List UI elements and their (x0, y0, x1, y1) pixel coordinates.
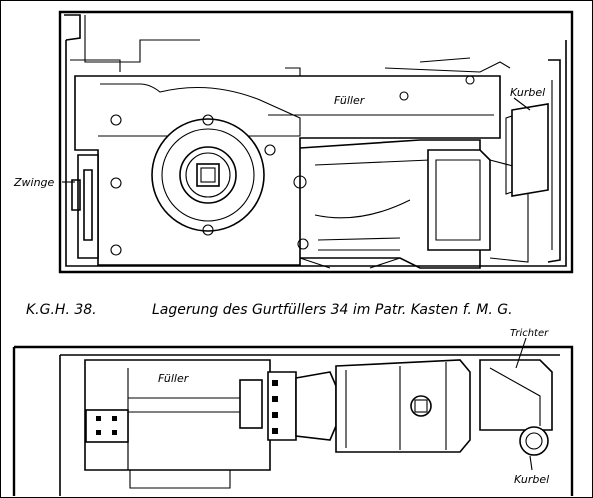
top-view: Füller Kurbel Zwinge (13, 10, 574, 274)
drive-square (414, 399, 428, 413)
trichter-leader (515, 337, 527, 369)
caption-text: Lagerung des Gurtfüllers 34 im Patr. Kas… (152, 302, 513, 318)
gear-case (295, 371, 337, 441)
kurbel-leader (513, 97, 531, 111)
kurbel-handle-top (511, 103, 549, 197)
label-kurbel-bottom: Kurbel (514, 473, 549, 486)
top-rail (84, 15, 200, 63)
zwinge-jaw (83, 169, 93, 241)
gear-housing-mid (161, 128, 255, 222)
box-corner-left (64, 14, 81, 41)
box-right-wall (547, 59, 561, 263)
mechanism-curve (314, 199, 411, 219)
top-rail-step (70, 59, 121, 72)
housing-screw-top (202, 114, 214, 126)
label-fueller-bottom: Füller (158, 372, 190, 385)
drive-square-hub (410, 395, 432, 417)
kurbel-knob-inner (525, 432, 543, 450)
plate-screws (110, 75, 475, 256)
zwinge-screw (71, 179, 81, 211)
fueller-clamp-block (85, 409, 129, 443)
gear-hub (185, 152, 231, 198)
housing-screw-bottom (202, 224, 214, 236)
label-trichter: Trichter (510, 328, 549, 339)
mechanism-line-1 (314, 159, 431, 166)
mechanism-lines (317, 237, 401, 251)
square-drive (196, 163, 220, 187)
kurbel-handle-side (505, 115, 513, 195)
label-zwinge: Zwinge (13, 176, 55, 189)
trichter-inner (489, 367, 541, 426)
kurbel-leader-bottom (529, 455, 533, 471)
linkage-bracket (285, 67, 301, 76)
linkage-top (384, 57, 511, 73)
gear-block-side (489, 159, 529, 263)
caption-figure-id: K.G.H. 38. (26, 302, 97, 318)
ammo-box-inner-wall (65, 40, 567, 267)
trichter-funnel (479, 359, 553, 431)
drive-housing (335, 359, 471, 453)
kurbel-knob-bottom (519, 426, 549, 456)
fueller-body (84, 359, 271, 471)
ammo-box-outline (58, 10, 574, 274)
coupling-details (272, 380, 278, 434)
mechanism-foot (299, 257, 401, 269)
fueller-knob (239, 379, 263, 429)
coupling-block (267, 371, 297, 441)
square-drive-inner (200, 167, 216, 183)
drive-housing-lines (345, 362, 447, 450)
bottom-box-top-edge (14, 345, 574, 496)
zwinge-clamp (77, 154, 99, 259)
label-fueller-top: Füller (334, 94, 366, 107)
gear-block-inner (435, 159, 481, 241)
fueller-bottom-plate (129, 469, 231, 489)
bottom-view: Füller Trichter Kurbel (12, 328, 574, 496)
gear-housing-inner (179, 146, 237, 204)
gear-block (427, 149, 491, 251)
fueller-plate-contour (98, 83, 301, 137)
fueller-clamp-holes (96, 416, 117, 435)
label-kurbel-top: Kurbel (510, 86, 545, 99)
